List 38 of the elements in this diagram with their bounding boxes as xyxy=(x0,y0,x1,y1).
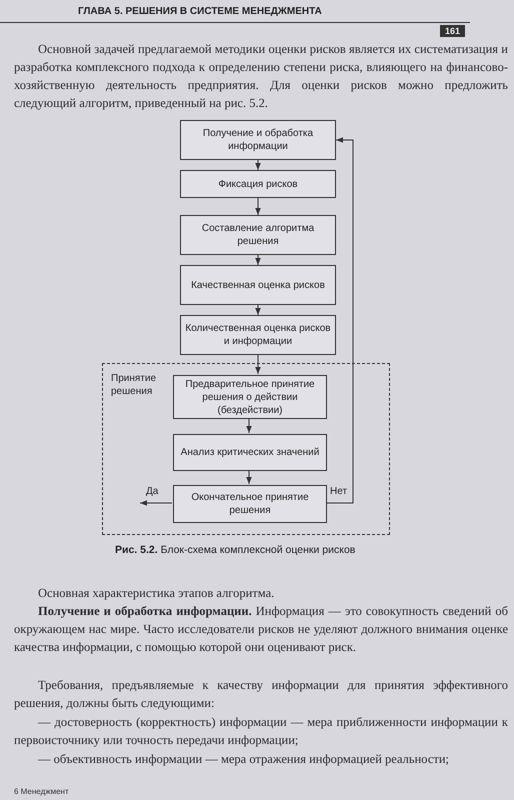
arrow xyxy=(255,198,261,216)
dashed-group-box xyxy=(102,363,390,535)
box-label: Окончательное принятие решения xyxy=(190,491,310,517)
box-label: Предварительное принятие решения о действии (бездействии) xyxy=(184,378,316,416)
arrow xyxy=(326,137,354,504)
arrow xyxy=(255,304,261,316)
edge-label: Да xyxy=(146,486,158,498)
box-label: Получение и обработка информации xyxy=(202,127,314,153)
list-item: — достоверность (корректность) информации — мера приближенности информации к первоисточнику или точность передачи информации; xyxy=(14,714,508,749)
arrow xyxy=(255,254,261,266)
box-label: Количественная оценка рисков и информации xyxy=(185,322,331,348)
arrow xyxy=(246,418,252,434)
running-head: ГЛАВА 5. РЕШЕНИЯ В СИСТЕМЕ МЕНЕДЖМЕНТА xyxy=(78,5,322,19)
arrow xyxy=(255,160,261,170)
arrow xyxy=(140,500,172,506)
process-box xyxy=(180,265,336,305)
group-label: Принятие решения xyxy=(111,372,157,398)
process-box xyxy=(173,485,327,523)
process-box xyxy=(180,315,336,355)
process-box xyxy=(180,120,336,160)
arrow xyxy=(246,470,252,484)
box-label: Составление алгоритма решения xyxy=(200,222,316,248)
arrow xyxy=(255,354,261,374)
box-label: Анализ критических значений xyxy=(180,446,320,459)
process-box xyxy=(180,170,336,198)
paragraph: Требования, предъявляемые к качеству информации для принятия эффективного решения, должны быть следующими: xyxy=(14,677,508,712)
paragraph: Основная характеристика этапов алгоритма. xyxy=(37,585,276,602)
list-item: — объективность информации — мера отражения информацией реальности; xyxy=(37,751,450,768)
page-number: 161 xyxy=(440,25,466,37)
figure-caption: Рис. 5.2. Блок-схема комплексной оценки рисков xyxy=(115,543,356,558)
process-box xyxy=(173,434,327,471)
box-label: Фиксация рисков xyxy=(218,178,298,190)
paragraph: Основной задачей предлагаемой методики оценки рисков является их систематизация и разработка комплексного подхода к определению степени риска, влияющего на финансово-хозяйственную деятельность предприятия. Для оценки рисков можно предложить следующий алгоритм, приведенный на рис. 5.2. xyxy=(14,41,508,112)
footer-signature: 6 Менеджмент xyxy=(14,787,69,797)
process-box xyxy=(173,375,327,419)
paragraph: Получение и обработка информации. Информация — это совокупность сведений об окружающем нас мире. Часто исследователи рисков не уделяют должного внимания оценке качества информации, с помощью которой они оценивают риск. xyxy=(14,603,508,656)
process-box xyxy=(180,215,336,255)
box-label: Качественная оценка рисков xyxy=(191,278,325,292)
